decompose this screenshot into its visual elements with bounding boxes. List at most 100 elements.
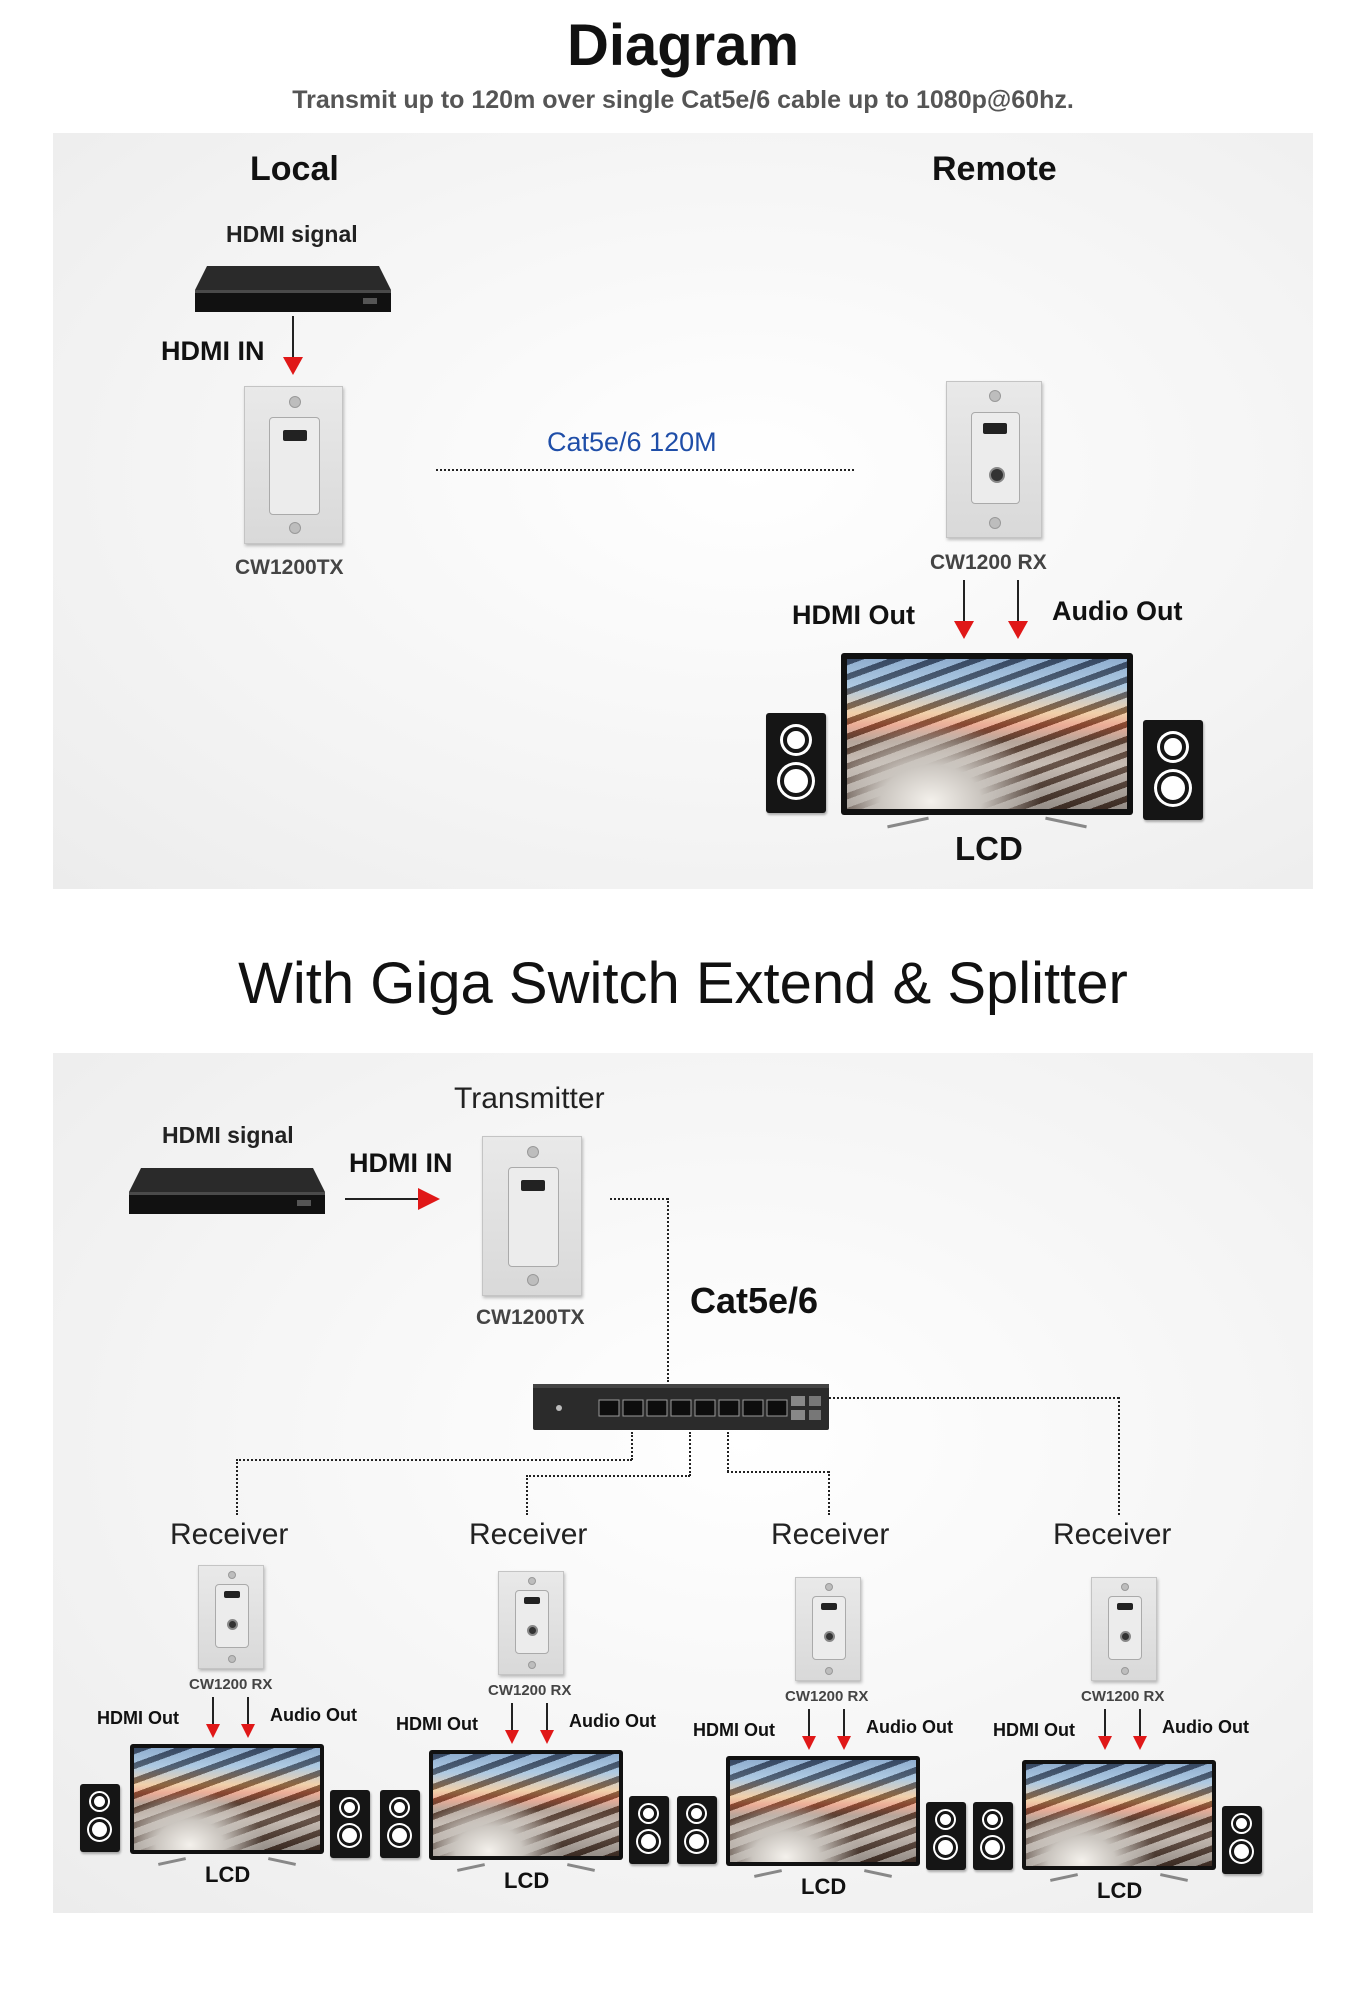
receiver-lcd-label: LCD [504,1868,550,1893]
rx-audio-arrow-head [241,1724,255,1738]
switch-to-rx2-line-v1 [689,1432,691,1476]
page-title: Diagram [566,13,800,78]
rx-audio-out-label: Audio Out [866,1717,953,1737]
receiver-heading: Receiver [170,1518,289,1551]
rx-audio-arrow-head [540,1730,554,1744]
splitter-wall-plate-transmitter-icon [482,1136,582,1296]
wall-plate-receiver-icon [946,381,1042,538]
audio-out-arrow-head [1008,621,1028,639]
switch-to-rx3-line-h [727,1471,829,1473]
splitter-hdmi-in-arrow-line [345,1198,427,1200]
splitter-section-title: With Giga Switch Extend & Splitter [238,951,1128,1016]
switch-to-rx4-line-h [829,1397,1119,1399]
hdmi-player-icon [195,266,391,312]
audio-out-arrow-line [1017,580,1019,622]
receiver-model-label: CW1200 RX [785,1688,869,1705]
tx-to-switch-line-h [610,1198,668,1200]
rx-hdmi-arrow-head [505,1730,519,1744]
rx-audio-out-label: Audio Out [569,1711,656,1731]
lcd-label: LCD [955,830,1023,867]
receiver-lcd-label: LCD [205,1862,251,1887]
speaker-icon [677,1796,717,1864]
switch-to-rx4-line-v [1118,1397,1120,1515]
rx-audio-arrow-head [837,1736,851,1750]
splitter-hdmi-player-icon [129,1168,325,1214]
tx-to-switch-line-v [667,1198,669,1382]
hdmi-in-arrow-line [292,316,294,358]
rx-hdmi-out-label: HDMI Out [396,1714,478,1734]
speaker-left-icon [766,713,826,813]
speaker-icon [1222,1806,1262,1874]
rx-audio-arrow-head [1133,1736,1147,1750]
rx-hdmi-arrow-head [1098,1736,1112,1750]
rx-hdmi-out-label: HDMI Out [693,1720,775,1740]
rx-hdmi-arrow-head [206,1724,220,1738]
cable-label: Cat5e/6 120M [547,427,717,457]
transmitter-heading: Transmitter [454,1082,605,1115]
rx-hdmi-arrow-line [1104,1709,1106,1737]
receiver-model-label: CW1200 RX [189,1676,273,1693]
switch-to-rx3-line-v1 [727,1432,729,1472]
receiver-model-label: CW1200 RX [1081,1688,1165,1705]
hdmi-in-label: HDMI IN [161,336,265,366]
lcd-tv-icon [429,1750,623,1872]
lcd-tv-icon [130,1744,324,1866]
speaker-icon [926,1802,966,1870]
cable-line [436,469,854,471]
receiver-wall-plate-icon [198,1565,264,1669]
switch-to-rx2-line-v2 [526,1475,528,1515]
receiver-wall-plate-icon [498,1571,564,1675]
rx-audio-arrow-line [1139,1709,1141,1737]
receiver-wall-plate-icon [795,1577,861,1681]
rx-hdmi-arrow-line [212,1697,214,1725]
rx-audio-arrow-line [546,1703,548,1731]
rx-hdmi-arrow-head [802,1736,816,1750]
audio-out-label: Audio Out [1052,596,1183,626]
speaker-icon [629,1796,669,1864]
rx-hdmi-arrow-line [511,1703,513,1731]
receiver-wall-plate-icon [1091,1577,1157,1681]
rx-audio-out-label: Audio Out [1162,1717,1249,1737]
receiver-model-label: CW1200 RX [488,1682,572,1699]
splitter-tx-model-label: CW1200TX [476,1306,585,1329]
rx-hdmi-out-label: HDMI Out [993,1720,1075,1740]
switch-to-rx1-line-h [236,1459,632,1461]
remote-heading: Remote [932,150,1057,188]
speaker-icon [380,1790,420,1858]
switch-to-rx1-line-v2 [236,1459,238,1515]
hdmi-out-label: HDMI Out [792,600,915,630]
wall-plate-transmitter-icon [244,386,343,544]
hdmi-out-arrow-line [963,580,965,622]
page-subtitle: Transmit up to 120m over single Cat5e/6 … [292,86,1074,114]
tx-model-label: CW1200TX [235,556,344,579]
switch-to-rx2-line-h [526,1475,690,1477]
rx-audio-arrow-line [843,1709,845,1737]
lcd-tv-icon [1022,1760,1216,1882]
switch-to-rx3-line-v2 [828,1471,830,1515]
local-heading: Local [250,150,339,188]
splitter-cable-label: Cat5e/6 [690,1280,819,1321]
lcd-tv-icon [841,653,1133,829]
receiver-lcd-label: LCD [801,1874,847,1899]
rx-hdmi-arrow-line [808,1709,810,1737]
hdmi-signal-label: HDMI signal [226,221,358,247]
hdmi-out-arrow-head [954,621,974,639]
rx-model-label: CW1200 RX [930,551,1047,574]
hdmi-in-arrow-head [283,357,303,375]
splitter-hdmi-in-arrow-head [418,1188,440,1210]
network-switch-icon [533,1384,829,1430]
splitter-hdmi-signal-label: HDMI signal [162,1122,294,1148]
speaker-icon [330,1790,370,1858]
speaker-icon [973,1802,1013,1870]
lcd-tv-icon [726,1756,920,1878]
receiver-heading: Receiver [469,1518,588,1551]
receiver-heading: Receiver [1053,1518,1172,1551]
receiver-heading: Receiver [771,1518,890,1551]
rx-audio-arrow-line [247,1697,249,1725]
switch-to-rx1-line-v1 [631,1432,633,1460]
speaker-right-icon [1143,720,1203,820]
rx-audio-out-label: Audio Out [270,1705,357,1725]
splitter-hdmi-in-label: HDMI IN [349,1148,453,1178]
receiver-lcd-label: LCD [1097,1878,1143,1903]
speaker-icon [80,1784,120,1852]
